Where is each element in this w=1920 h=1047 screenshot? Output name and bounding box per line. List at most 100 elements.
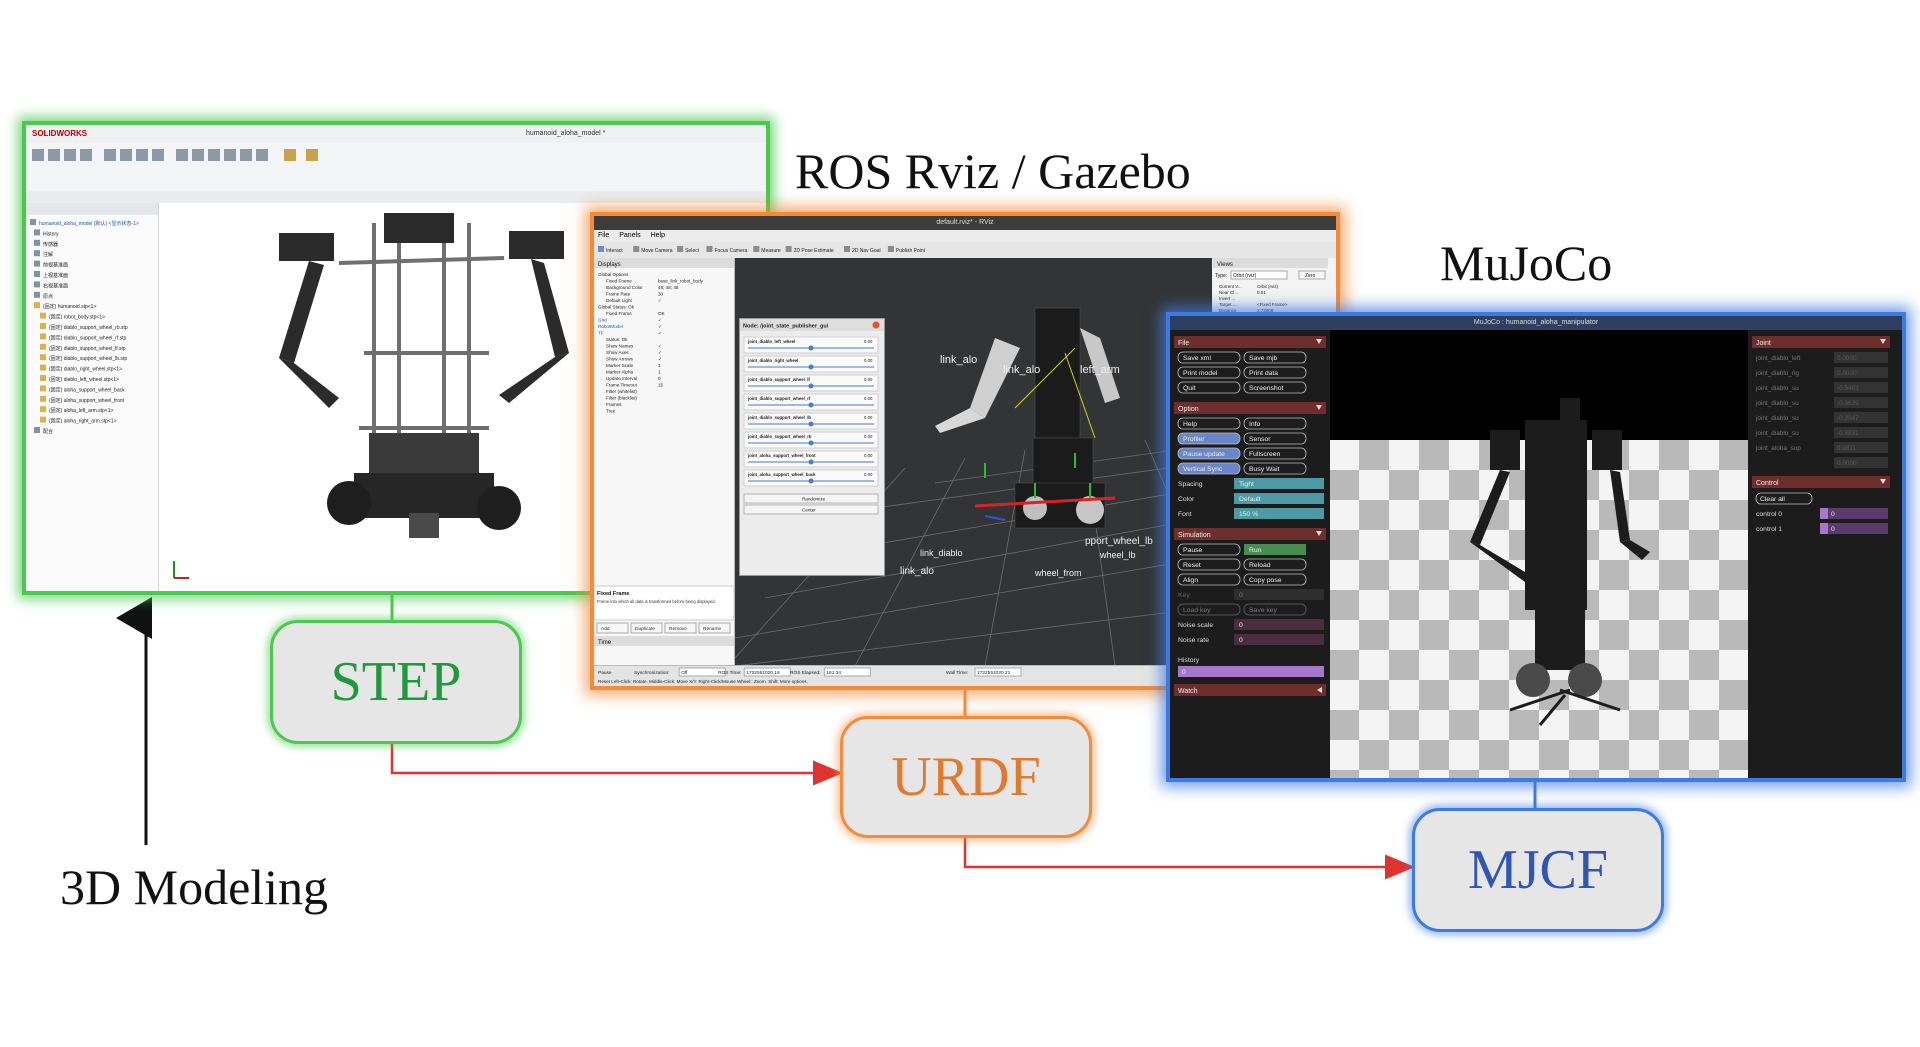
rviz-display-item[interactable]: RobotModel — [598, 324, 623, 329]
mujoco-field[interactable] — [1234, 634, 1324, 645]
collapse-icon[interactable] — [1880, 479, 1886, 484]
rviz-view-value[interactable]: 2.73008 — [1257, 308, 1274, 313]
load-key-button[interactable] — [1177, 603, 1241, 616]
rviz-display-value[interactable]: ✓ — [658, 318, 662, 323]
rviz-tool-button[interactable]: 2D Pose Estimate — [794, 248, 834, 254]
jsp-slider-handle[interactable] — [808, 364, 814, 370]
mujoco-button[interactable] — [1177, 573, 1241, 586]
feature-tree-item[interactable]: 上视基准面 — [43, 272, 68, 279]
mujoco-field-value[interactable]: Tight — [1239, 481, 1254, 488]
joint-value[interactable]: -0.5463 — [1837, 385, 1859, 392]
mujoco-button[interactable] — [1243, 447, 1307, 460]
rviz-view-value[interactable]: Orbit (rviz) — [1257, 284, 1278, 289]
mujoco-field[interactable] — [1234, 619, 1324, 630]
control-value[interactable]: 0 — [1831, 526, 1835, 533]
joint-value[interactable]: 0.0000 — [1837, 460, 1857, 467]
run-button[interactable] — [1244, 544, 1306, 555]
mujoco-field-value[interactable]: 150 % — [1239, 511, 1258, 518]
mujoco-field[interactable] — [1234, 508, 1324, 519]
rviz-tool-button[interactable]: Move Camera — [641, 248, 673, 254]
jsp-slider-handle[interactable] — [808, 383, 814, 389]
rviz-tool-button[interactable]: Interact — [606, 248, 623, 254]
rviz-tool-button[interactable]: Select — [685, 248, 700, 254]
watch-section-header[interactable] — [1174, 684, 1326, 696]
mujoco-button[interactable] — [1243, 381, 1307, 394]
mujoco-field-value[interactable]: 0 — [1239, 637, 1243, 644]
rviz-view-value[interactable]: 0.01 — [1257, 290, 1266, 295]
joint-value[interactable]: 0.0000 — [1837, 355, 1857, 362]
rviz-panel-button[interactable] — [698, 622, 731, 634]
feature-tree-item[interactable]: (固定) robot_body.stp<1> — [49, 314, 105, 321]
rviz-display-value[interactable]: 30 — [658, 292, 664, 297]
mujoco-3d-view[interactable] — [1170, 330, 1902, 778]
rviz-view-property[interactable]: Distance — [1219, 308, 1237, 313]
mujoco-button[interactable] — [1177, 366, 1241, 379]
rviz-tool-button[interactable]: Publish Point — [896, 248, 926, 254]
rviz-display-value[interactable]: ✓ — [658, 331, 662, 336]
rviz-display-value[interactable]: ✓ — [658, 350, 662, 355]
jsp-joint-value[interactable]: 0.00 — [864, 396, 873, 401]
collapse-icon[interactable] — [1316, 405, 1322, 410]
mujoco-button[interactable] — [1243, 417, 1307, 430]
rviz-menu-help[interactable]: Help — [650, 232, 665, 239]
feature-tree-item[interactable]: (固定) diablo_support_wheel_lb.stp — [49, 355, 127, 362]
rviz-panel-button[interactable] — [664, 622, 697, 634]
feature-tree-item[interactable]: 原点 — [43, 294, 53, 300]
control-slider-handle[interactable] — [1820, 508, 1828, 519]
feature-tree-item[interactable]: (固定) aloha_left_arm.stp<1> — [49, 407, 114, 414]
rviz-status-value[interactable]: Off — [681, 670, 688, 676]
mujoco-button[interactable] — [1243, 432, 1307, 445]
rviz-display-value[interactable]: 1 — [658, 370, 661, 375]
jsp-button[interactable] — [743, 504, 879, 515]
feature-tree-item[interactable]: (固定) diablo_support_wheel_rf.stp — [49, 334, 126, 341]
rviz-display-value[interactable]: ✓ — [658, 298, 662, 303]
feature-tree-item[interactable]: 注解 — [43, 251, 53, 258]
feature-tree-item[interactable]: (固定) diablo_right_wheel.stp<1> — [49, 366, 122, 373]
rviz-menu-file[interactable]: File — [598, 232, 610, 239]
rviz-view-value[interactable]: <Fixed Frame> — [1257, 302, 1288, 307]
save-key-button[interactable] — [1243, 603, 1307, 616]
mujoco-button[interactable] — [1177, 543, 1241, 556]
rviz-status-value[interactable]: 1722551020.18 — [746, 670, 780, 676]
joint-slider[interactable] — [1834, 412, 1888, 423]
rviz-panel-button[interactable] — [596, 622, 629, 634]
rviz-display-item[interactable]: Show Axes — [606, 350, 629, 355]
jsp-joint-value[interactable]: 0.00 — [864, 453, 873, 458]
mujoco-button[interactable] — [1177, 447, 1241, 460]
key-field[interactable] — [1234, 589, 1324, 600]
rviz-view-property[interactable]: Invert ... — [1219, 296, 1235, 301]
joint-value[interactable]: 0.0000 — [1837, 370, 1857, 377]
history-slider[interactable] — [1178, 666, 1324, 677]
mujoco-button[interactable] — [1177, 462, 1241, 475]
rviz-display-value[interactable]: OK — [658, 311, 666, 316]
rviz-display-item[interactable]: TF — [598, 331, 604, 336]
mujoco-button[interactable] — [1177, 432, 1241, 445]
rviz-display-item[interactable]: Marker Alpha — [606, 370, 634, 375]
mujoco-button[interactable] — [1243, 558, 1307, 571]
rviz-display-item[interactable]: Filter (whitelist) — [606, 389, 637, 394]
joint-value[interactable]: -0.3639 — [1837, 400, 1859, 407]
feature-tree-item[interactable]: (固定) humanoid.stp<1> — [43, 303, 96, 310]
jsp-joint-value[interactable]: 0.00 — [864, 415, 873, 420]
mujoco-button[interactable] — [1243, 351, 1307, 364]
joint-slider[interactable] — [1834, 352, 1888, 363]
joint-value[interactable]: -0.2047 — [1837, 415, 1859, 422]
collapse-icon[interactable] — [1880, 339, 1886, 344]
rviz-display-value[interactable]: ✓ — [658, 357, 662, 362]
rviz-display-item[interactable]: Tree — [606, 409, 616, 414]
rviz-display-item[interactable]: Global Status: Ok — [598, 305, 635, 310]
rviz-views-type[interactable]: Orbit (rviz) — [1233, 273, 1257, 279]
mujoco-field[interactable] — [1234, 478, 1324, 489]
rviz-display-item[interactable]: Frames — [606, 402, 622, 407]
expand-icon[interactable] — [1317, 687, 1322, 693]
rviz-display-item[interactable]: Default Light — [606, 298, 633, 303]
mujoco-field-value[interactable]: 0 — [1239, 622, 1243, 629]
rviz-display-item[interactable]: Marker Scale — [606, 363, 634, 368]
feature-tree-item[interactable]: History — [43, 231, 59, 237]
jsp-slider-handle[interactable] — [808, 345, 814, 351]
mujoco-field[interactable] — [1234, 493, 1324, 504]
rviz-panel-button[interactable] — [630, 622, 663, 634]
